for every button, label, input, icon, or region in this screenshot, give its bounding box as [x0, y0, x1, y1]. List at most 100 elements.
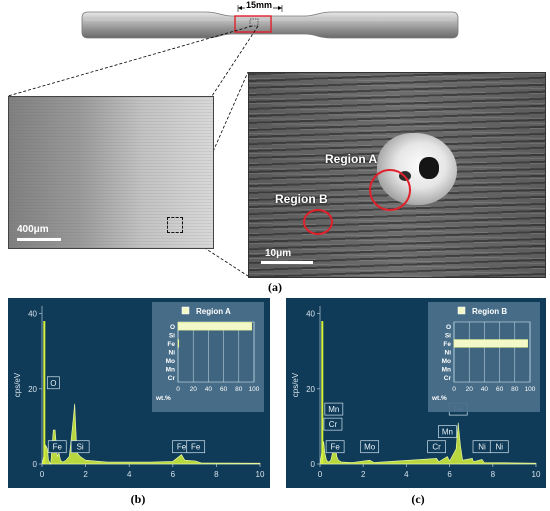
- inset-category-label: Cr: [168, 375, 176, 382]
- peak-label-text: Cr: [432, 443, 441, 452]
- peak-label-text: O: [50, 379, 56, 388]
- peak-label: Si: [70, 440, 90, 454]
- inset-category-label: Mo: [166, 358, 175, 365]
- inset-x-axis-label: wt.%: [431, 395, 447, 402]
- inset-x-tick-label: 40: [481, 386, 489, 393]
- x-tick-label: 4: [404, 470, 409, 479]
- x-tick-label: 0: [40, 470, 45, 479]
- x-tick-label: 6: [171, 470, 176, 479]
- peak-label: Ni: [472, 440, 492, 454]
- x-tick-label: 2: [83, 470, 88, 479]
- inclusion-pit: [419, 157, 439, 179]
- x-tick-label: 8: [491, 470, 496, 479]
- peak-label-box: [325, 440, 345, 454]
- peak-label: Mo: [360, 440, 380, 454]
- y-tick-label: 40: [28, 310, 37, 319]
- inset-category-label: Fe: [443, 341, 451, 348]
- y-tick-label: 0: [33, 460, 38, 469]
- peak-label: Ni: [489, 440, 509, 454]
- zero-peak: [321, 321, 324, 464]
- sem-scale-bar: [261, 261, 313, 264]
- specimen-diagram: [81, 5, 459, 39]
- peak-label-box: [47, 440, 67, 454]
- zero-peak: [43, 321, 46, 464]
- inset-category-label: Cr: [444, 375, 452, 382]
- inset-x-tick-label: 100: [525, 386, 536, 393]
- inset-x-tick-label: 80: [511, 386, 519, 393]
- region-a-label: Region A: [325, 152, 378, 166]
- specimen-dimension-label: 15mm: [245, 0, 274, 10]
- gauge-region-box: [234, 15, 272, 33]
- inset-category-label: Mo: [442, 358, 451, 365]
- peak-label: Mn: [324, 402, 344, 416]
- inset-x-tick-label: 20: [466, 386, 474, 393]
- peak-label-text: Fe: [330, 443, 340, 452]
- inset-category-label: Si: [169, 332, 175, 339]
- peak-label-box: [186, 440, 206, 454]
- inset-x-tick-label: 40: [205, 386, 213, 393]
- x-tick-label: 10: [532, 470, 541, 479]
- peak-label: Cr: [323, 417, 343, 431]
- inset-legend-swatch: [181, 306, 190, 315]
- inset-title: Region B: [472, 307, 507, 316]
- peak-label-text: Cr: [329, 420, 338, 429]
- inset-bar: [177, 339, 180, 348]
- region-b-circle: [303, 209, 333, 235]
- inset-x-axis-label: wt.%: [155, 395, 171, 402]
- specimen-body: [81, 11, 459, 39]
- peak-label-box: [438, 425, 457, 439]
- inset-x-tick-label: 0: [176, 386, 180, 393]
- detail-box: [167, 217, 183, 233]
- inset-plot-area: [453, 321, 531, 383]
- x-tick-label: 4: [127, 470, 132, 479]
- y-tick-label: 20: [306, 385, 315, 394]
- scale-bar-label: 400μm: [17, 224, 49, 235]
- inset-title: Region A: [196, 307, 231, 316]
- peak-label-box: [427, 440, 446, 454]
- peak-label-box: [360, 440, 380, 454]
- peak-label-text: Mo: [364, 443, 376, 452]
- inset-category-label: Ni: [169, 350, 176, 357]
- caption-c: (c): [411, 492, 425, 506]
- region-a-circle: [369, 169, 411, 211]
- peak-label-text: Ni: [478, 443, 486, 452]
- inset-bar: [177, 322, 253, 331]
- inset-category-label: Si: [445, 332, 451, 339]
- peak-label-text: Ni: [495, 443, 503, 452]
- region-b-label: Region B: [275, 192, 328, 206]
- inset-x-tick-label: 20: [190, 386, 198, 393]
- x-tick-label: 10: [256, 470, 265, 479]
- y-axis-label: cps/eV: [13, 372, 22, 397]
- peak-label-text: Fe: [177, 443, 187, 452]
- y-tick-label: 0: [311, 460, 316, 469]
- sem-scale-bar-label: 10μm: [265, 248, 292, 259]
- caption-a: (a): [268, 280, 282, 294]
- peak-label-box: [46, 376, 60, 390]
- peak-label-box: [323, 417, 343, 431]
- x-tick-label: 8: [214, 470, 219, 479]
- y-axis-label: cps/eV: [291, 372, 300, 397]
- inset-category-label: Fe: [167, 341, 175, 348]
- inset-plot-area: [177, 321, 255, 383]
- inset-x-tick-label: 0: [452, 386, 456, 393]
- inset-category-label: Mn: [166, 367, 175, 374]
- peak-label-text: Fe: [191, 443, 201, 452]
- x-tick-label: 6: [447, 470, 452, 479]
- inset-x-tick-label: 60: [220, 386, 228, 393]
- low-magnification-micrograph: 400μm: [8, 96, 214, 249]
- peak-label-text: Mn: [328, 405, 339, 414]
- peak-label-box: [324, 402, 344, 416]
- inset-x-tick-label: 100: [249, 386, 260, 393]
- inset-x-tick-label: 80: [235, 386, 243, 393]
- inset-category-label: O: [446, 324, 451, 331]
- x-tick-label: 0: [318, 470, 323, 479]
- inset-bar: [453, 339, 529, 348]
- inset-category-label: O: [170, 324, 175, 331]
- inset-category-label: Mn: [442, 367, 451, 374]
- scale-bar: [17, 238, 61, 241]
- eds-spectrum-region-b: 020400246810cps/eVMnCrFeMoCrMnFeNiNiRegi…: [286, 298, 546, 488]
- x-tick-label: 2: [361, 470, 366, 479]
- y-tick-label: 20: [28, 385, 37, 394]
- peak-label: O: [46, 376, 60, 390]
